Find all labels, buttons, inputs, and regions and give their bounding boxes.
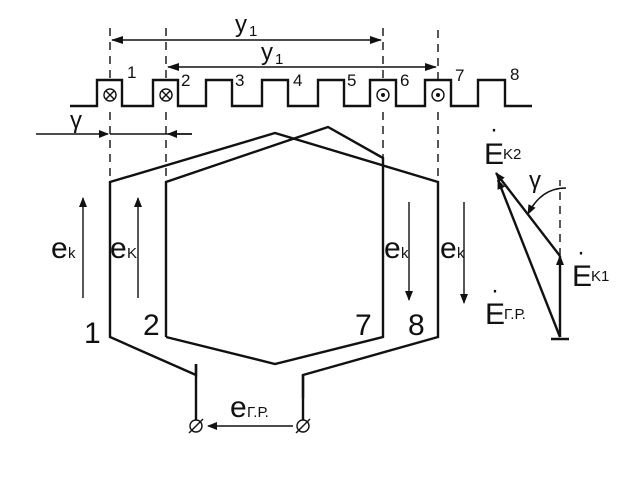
phasor-gamma-label: γ (529, 167, 541, 194)
phasor-ek1-dot: · (577, 239, 585, 266)
phasor-ek2-sub: K2 (503, 146, 521, 163)
pitch-y1-second-label: y (261, 39, 273, 66)
slot-number-6: 6 (400, 71, 409, 90)
emf-label-2: e (110, 232, 127, 265)
gamma-shift-label: γ (70, 107, 82, 134)
phasor-egr-sub: Г.Р. (504, 306, 526, 323)
phasor-egr-arrow (496, 179, 562, 338)
conductor-cross-slot2 (159, 88, 173, 102)
pitch-y1-second-sub: 1 (275, 51, 283, 68)
terminal-emf-sub: Г.Р. (247, 404, 269, 421)
emf-label-1: e (51, 232, 68, 265)
terminal-emf-label: e (230, 391, 247, 424)
emf-label-7-sub: k (401, 245, 409, 262)
emf-label-7: e (384, 232, 401, 265)
coil-2-7 (164, 125, 385, 366)
emf-label-1-sub: k (68, 245, 76, 262)
coil-number-1: 1 (84, 317, 101, 350)
pitch-y1-top-label: y (235, 11, 247, 38)
coil-number-8: 8 (408, 309, 425, 342)
phasor-ek1-label: E (572, 260, 592, 293)
coil-1-8 (108, 131, 440, 398)
terminal-right (295, 418, 311, 434)
conductor-cross-slot1 (103, 88, 117, 102)
phasor-egr-label: E (485, 298, 505, 331)
slot-number-8: 8 (510, 65, 519, 84)
slot-number-3: 3 (235, 71, 244, 90)
coil-number-2: 2 (143, 309, 160, 342)
slot-number-7: 7 (455, 66, 464, 85)
emf-label-2-sub: K (127, 245, 137, 262)
emf-label-8: e (440, 232, 457, 265)
phasor-ek1-sub: K1 (591, 268, 609, 285)
emf-label-8-sub: k (457, 245, 465, 262)
conductor-dot-slot6 (431, 88, 445, 102)
slot-number-1: 1 (127, 63, 136, 82)
slot-number-4: 4 (293, 71, 302, 90)
phasor-egr-dot: · (491, 277, 499, 304)
phasor-gamma-arc (527, 187, 567, 215)
coil-number-7: 7 (355, 309, 372, 342)
terminal-left (188, 418, 204, 434)
phasor-ek2-arrow (495, 172, 561, 257)
slot-number-5: 5 (347, 71, 356, 90)
conductor-dot-slot5 (376, 88, 390, 102)
phasor-ek2-label: E (484, 138, 504, 171)
phasor-ek2-dot: · (490, 116, 498, 143)
pitch-y1-top-sub: 1 (249, 23, 257, 40)
slot-number-2: 2 (181, 71, 190, 90)
armature-slot-profile (70, 78, 532, 108)
